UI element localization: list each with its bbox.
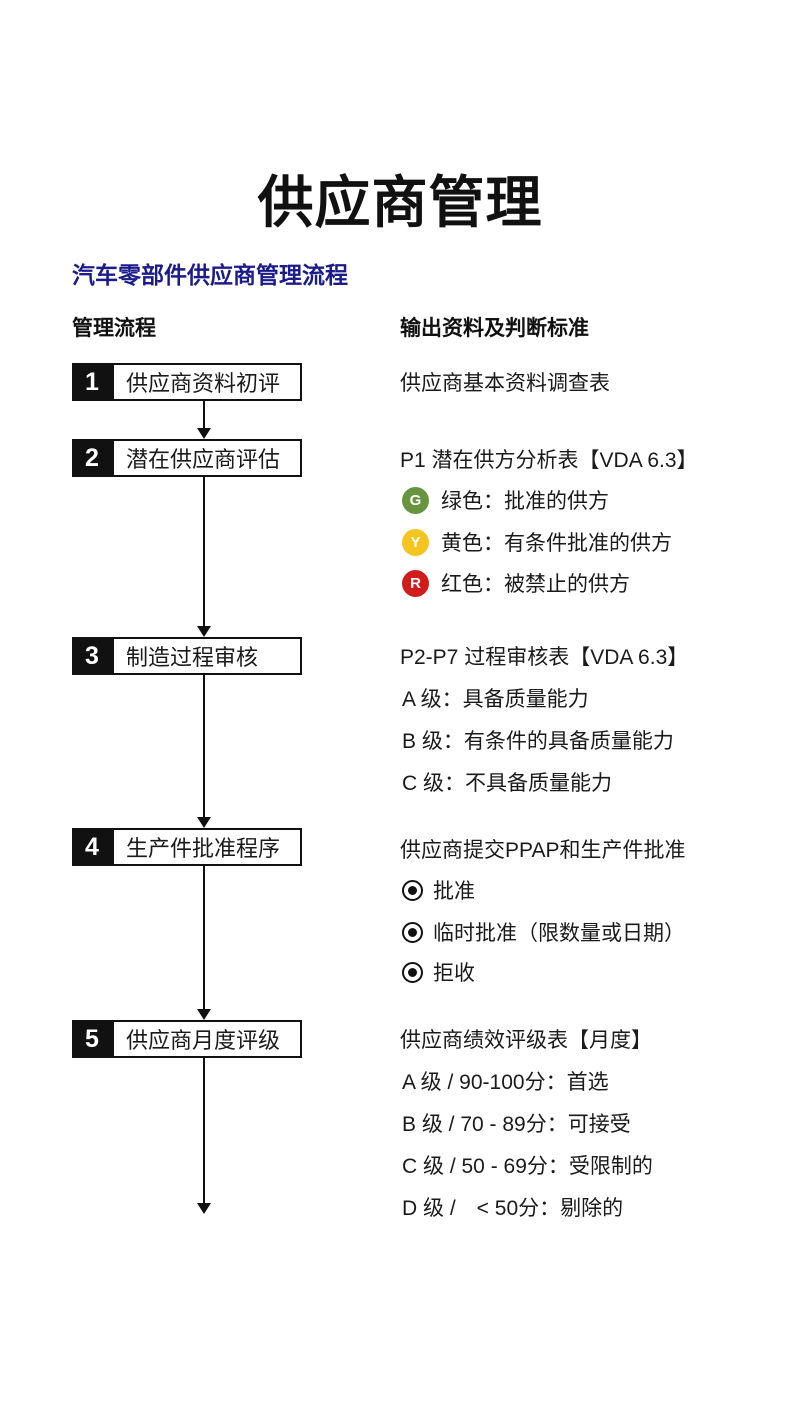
radio-dot-icon (402, 879, 423, 901)
flow-arrow-1-2 (196, 401, 212, 439)
ppap-option-rejected: 拒收 (402, 958, 475, 986)
green-badge-icon: G (402, 486, 429, 514)
step-3-label: 制造过程审核 (112, 637, 302, 675)
audit-grade-a: A 级：具备质量能力 (402, 688, 589, 711)
rating-grade-b: B 级 / 70 - 89分：可接受 (402, 1113, 631, 1136)
arrow-head-icon (197, 1009, 211, 1020)
arrow-line (203, 477, 205, 627)
arrow-head-icon (197, 1203, 211, 1214)
output-step-2: P1 潜在供方分析表【VDA 6.3】 (400, 449, 698, 472)
radio-dot-icon (402, 921, 423, 943)
step-5-number: 5 (72, 1020, 112, 1058)
subtitle: 汽车零部件供应商管理流程 (72, 262, 348, 288)
right-column-header: 输出资料及判断标准 (400, 317, 589, 340)
flow-step-3: 3 制造过程审核 (72, 637, 302, 675)
detail-text: 黄色：有条件批准的供方 (441, 532, 672, 555)
step-5-label: 供应商月度评级 (112, 1020, 302, 1058)
left-column-header: 管理流程 (72, 317, 156, 340)
flow-step-2: 2 潜在供应商评估 (72, 439, 302, 477)
vda-result-green: G 绿色：批准的供方 (402, 486, 609, 514)
vda-result-yellow: Y 黄色：有条件批准的供方 (402, 528, 672, 556)
detail-text: 红色：被禁止的供方 (441, 573, 630, 596)
step-1-label: 供应商资料初评 (112, 363, 302, 401)
detail-text: 拒收 (433, 962, 475, 985)
flow-arrow-3-4 (196, 675, 212, 828)
radio-inner-dot (408, 927, 417, 937)
output-step-1: 供应商基本资料调查表 (400, 372, 610, 395)
output-step-5: 供应商绩效评级表【月度】 (400, 1029, 652, 1052)
rating-grade-c: C 级 / 50 - 69分：受限制的 (402, 1155, 653, 1178)
yellow-badge-icon: Y (402, 528, 429, 556)
flow-arrow-4-5 (196, 866, 212, 1020)
step-4-label: 生产件批准程序 (112, 828, 302, 866)
flow-step-5: 5 供应商月度评级 (72, 1020, 302, 1058)
flow-arrow-2-3 (196, 477, 212, 637)
step-4-number: 4 (72, 828, 112, 866)
ppap-option-interim: 临时批准（限数量或日期） (402, 918, 685, 946)
arrow-line (203, 401, 205, 429)
arrow-head-icon (197, 626, 211, 637)
arrow-line (203, 675, 205, 818)
radio-inner-dot (408, 967, 417, 977)
step-2-number: 2 (72, 439, 112, 477)
rating-grade-a: A 级 / 90-100分：首选 (402, 1071, 609, 1094)
vda-result-red: R 红色：被禁止的供方 (402, 569, 630, 597)
step-1-number: 1 (72, 363, 112, 401)
arrow-line (203, 866, 205, 1010)
arrow-head-icon (197, 428, 211, 439)
radio-dot-icon (402, 961, 423, 983)
arrow-line (203, 1058, 205, 1204)
detail-text: 批准 (433, 880, 475, 903)
rating-grade-d: D 级 / < 50分：剔除的 (402, 1197, 624, 1220)
radio-inner-dot (408, 885, 417, 895)
step-3-number: 3 (72, 637, 112, 675)
flow-arrow-5-out (196, 1058, 212, 1214)
detail-text: 绿色：批准的供方 (441, 490, 609, 513)
page-title: 供应商管理 (257, 171, 543, 234)
step-2-label: 潜在供应商评估 (112, 439, 302, 477)
output-step-4: 供应商提交PPAP和生产件批准 (400, 839, 686, 862)
audit-grade-b: B 级：有条件的具备质量能力 (402, 730, 674, 753)
arrow-head-icon (197, 817, 211, 828)
detail-text: 临时批准（限数量或日期） (433, 922, 685, 945)
flow-step-1: 1 供应商资料初评 (72, 363, 302, 401)
output-step-3: P2-P7 过程审核表【VDA 6.3】 (400, 646, 689, 669)
flow-step-4: 4 生产件批准程序 (72, 828, 302, 866)
audit-grade-c: C 级：不具备质量能力 (402, 772, 612, 795)
ppap-option-approved: 批准 (402, 876, 475, 904)
red-badge-icon: R (402, 569, 429, 597)
